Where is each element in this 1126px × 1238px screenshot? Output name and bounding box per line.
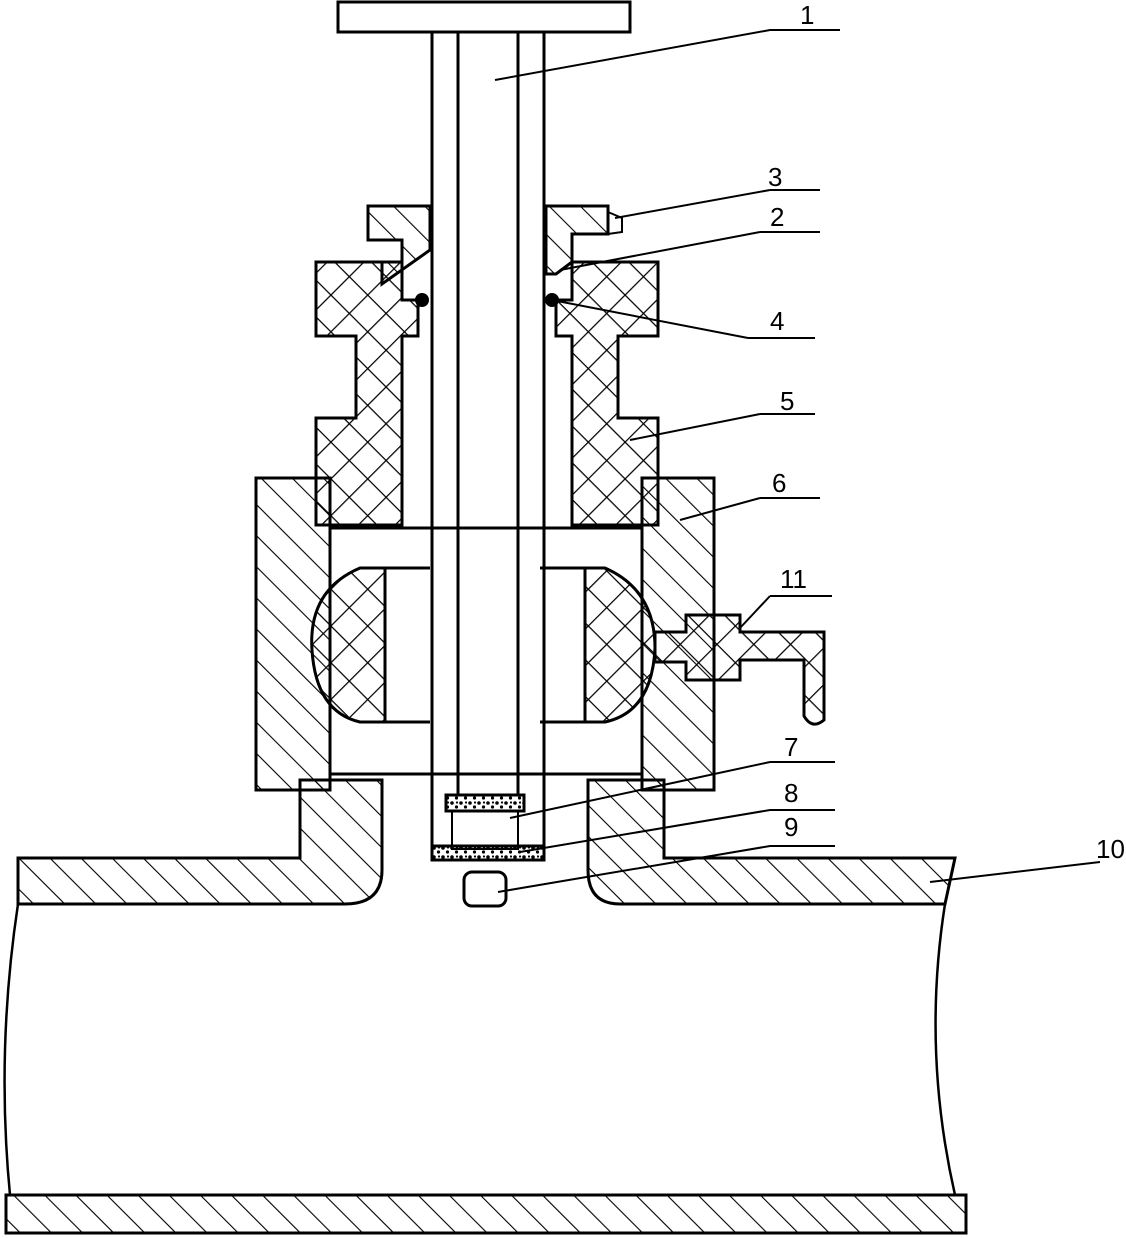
- callout-10: 10: [1096, 834, 1125, 864]
- callout-11: 11: [780, 564, 807, 594]
- packing-gland: [314, 260, 660, 527]
- valve-stem: [336, 0, 632, 860]
- top-nut: [366, 204, 623, 287]
- callout-6: 6: [772, 468, 786, 498]
- callout-9: 9: [784, 812, 798, 842]
- o-ring-left: [415, 293, 429, 307]
- callout-5: 5: [780, 386, 794, 416]
- pipe-body: [3, 778, 968, 1235]
- callout-1: 1: [800, 0, 814, 30]
- ball-seal: [310, 566, 657, 724]
- callout-labels: 1 2 3 4 5 6 7 8 9 10 11: [768, 0, 1125, 864]
- callout-2: 2: [770, 202, 784, 232]
- sensor-assembly: [430, 793, 546, 908]
- callout-4: 4: [770, 306, 784, 336]
- side-fitting: [653, 613, 826, 726]
- callout-7: 7: [784, 732, 798, 762]
- leader-lines: [494, 29, 1101, 893]
- callout-3: 3: [768, 162, 782, 192]
- callout-8: 8: [784, 778, 798, 808]
